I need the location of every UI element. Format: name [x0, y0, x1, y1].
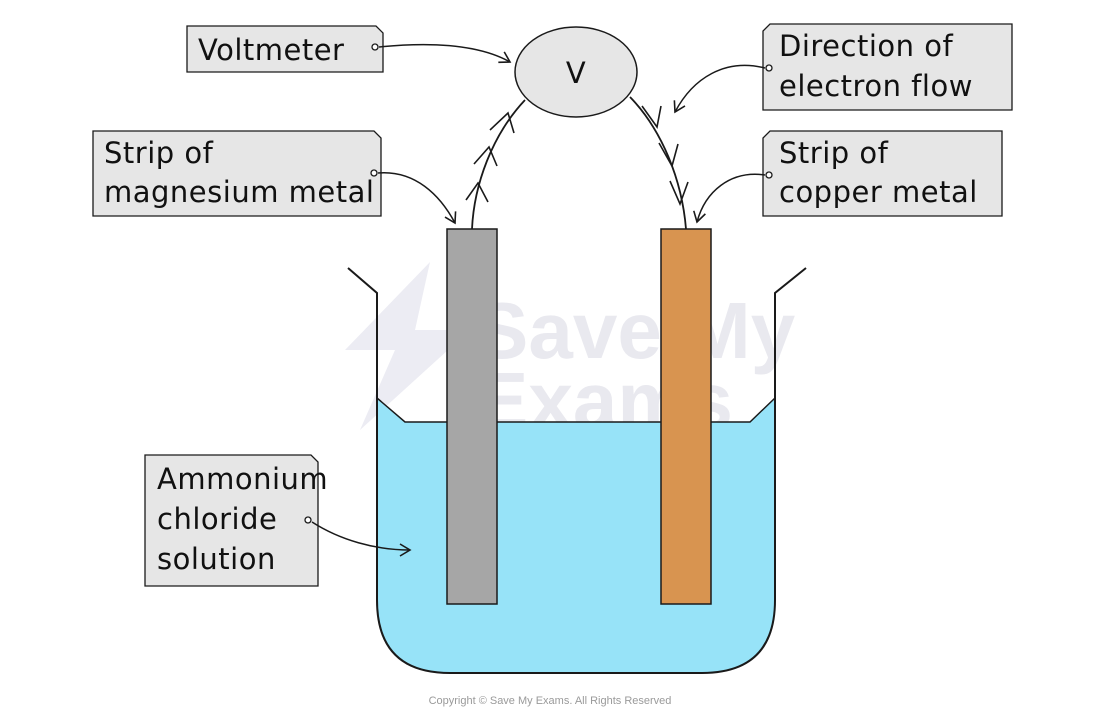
label-copper: Strip of copper metal — [693, 130, 1003, 224]
electron-flow-arrows — [465, 105, 689, 207]
magnesium-strip — [446, 228, 498, 605]
label-solution-box — [144, 454, 319, 587]
copyright-text: Copyright © Save My Exams. All Rights Re… — [429, 695, 672, 707]
flow-arrow-left-mid — [473, 145, 498, 167]
flow-arrow-left-upper — [489, 111, 515, 134]
solution-surface — [376, 397, 776, 423]
label-direction: Direction of electron flow — [673, 23, 1013, 114]
label-voltmeter-dot — [371, 43, 379, 51]
label-magnesium-box — [92, 130, 382, 217]
label-solution-line1: Ammonium — [157, 462, 328, 496]
label-copper-dot — [765, 171, 773, 179]
label-magnesium-line1: Strip of — [104, 136, 214, 170]
label-voltmeter-text: Voltmeter — [198, 33, 344, 67]
label-copper-line2: copper metal — [779, 175, 978, 209]
label-magnesium-leader — [377, 172, 457, 225]
copper-strip — [660, 228, 712, 605]
label-copper-box — [762, 130, 1003, 217]
label-voltmeter-leader — [378, 43, 512, 64]
label-direction-box — [762, 23, 1013, 111]
watermark-line1: Save My — [475, 286, 796, 375]
label-direction-leader — [673, 64, 766, 114]
label-copper-leader — [693, 173, 766, 224]
flow-arrow-left-lower — [465, 181, 489, 203]
label-magnesium: Strip of magnesium metal — [92, 130, 457, 225]
label-solution: Ammonium chloride solution — [144, 454, 412, 587]
beaker — [347, 267, 807, 674]
flow-arrow-right-mid — [658, 142, 679, 169]
label-solution-line2: chloride — [157, 502, 277, 536]
label-copper-line1: Strip of — [779, 136, 889, 170]
label-direction-dot — [765, 64, 773, 72]
solution — [377, 398, 775, 673]
label-solution-line3: solution — [157, 542, 276, 576]
voltmeter-symbol: V — [566, 56, 586, 90]
label-solution-leader — [311, 521, 412, 557]
voltmeter: V — [514, 26, 638, 118]
label-voltmeter-box — [186, 25, 384, 73]
label-magnesium-dot — [370, 169, 378, 177]
label-direction-line1: Direction of — [779, 29, 953, 63]
wire-right — [629, 96, 687, 230]
label-direction-line2: electron flow — [779, 69, 973, 103]
watermark-logo-icon — [345, 262, 470, 430]
wire-left — [471, 99, 526, 230]
flow-arrow-right-upper — [641, 105, 662, 129]
label-voltmeter: Voltmeter — [186, 25, 512, 73]
voltmeter-body — [514, 26, 638, 118]
label-solution-dot — [304, 516, 312, 524]
watermark: Save My Exams — [345, 262, 796, 445]
label-magnesium-line2: magnesium metal — [104, 175, 374, 209]
flow-arrow-right-lower — [669, 180, 689, 207]
